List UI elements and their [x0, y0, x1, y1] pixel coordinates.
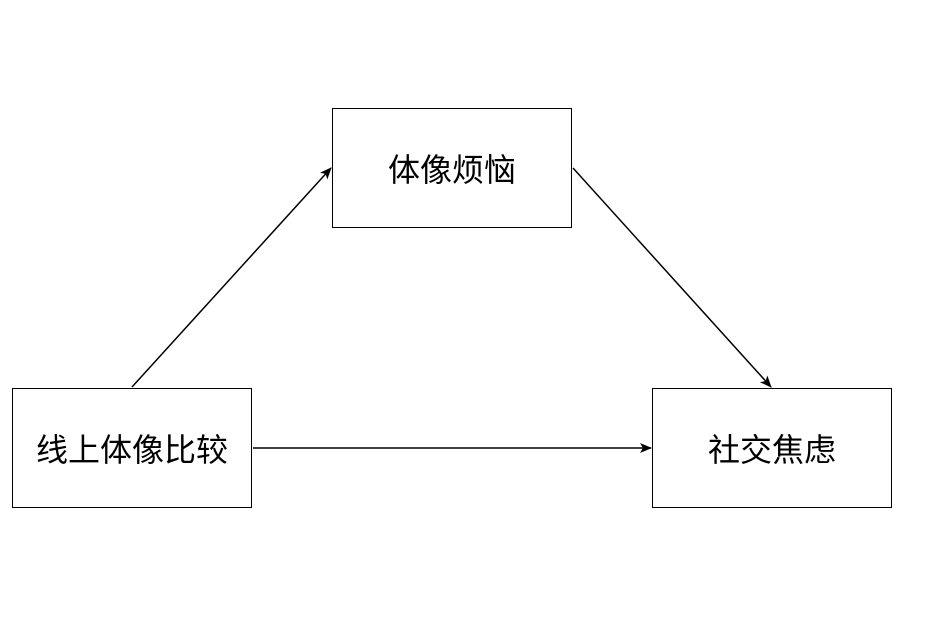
- edge-predictor-to-mediator: [131, 167, 332, 388]
- edge-mediator-to-outcome: [572, 167, 772, 388]
- outcome-label: 社交焦虑: [707, 431, 836, 469]
- mediator-label: 体像烦恼: [387, 151, 516, 189]
- outcome-box: 社交焦虑: [652, 388, 892, 508]
- mediator-box: 体像烦恼: [332, 108, 572, 228]
- predictor-box: 线上体像比较: [12, 388, 252, 508]
- predictor-label: 线上体像比较: [35, 431, 228, 469]
